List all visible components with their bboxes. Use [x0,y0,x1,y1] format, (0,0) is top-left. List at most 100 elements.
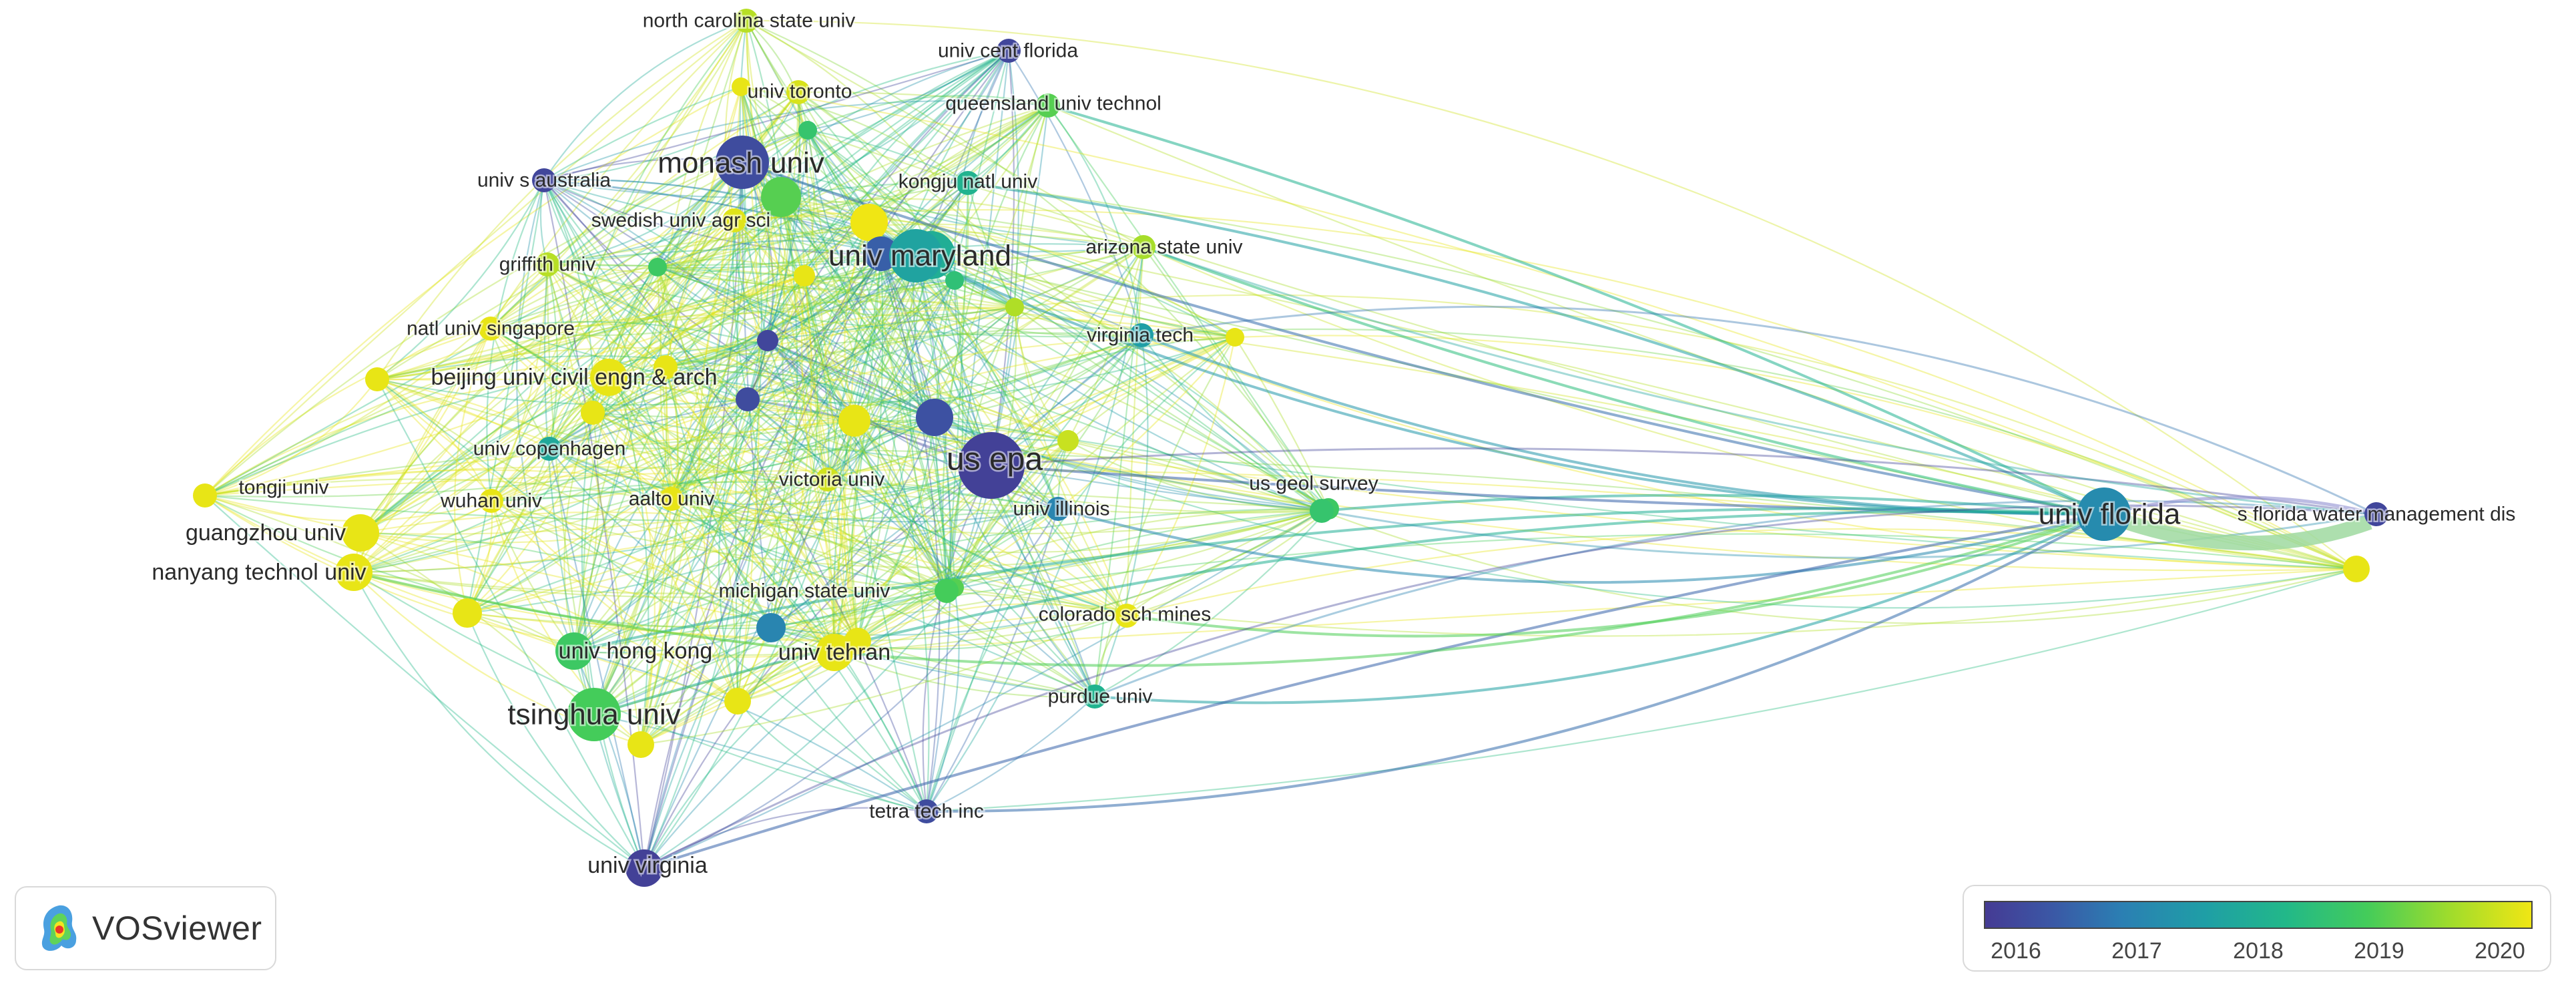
node-univ-tehran[interactable] [816,634,853,671]
network-link [607,377,656,745]
network-link [543,49,1009,182]
network-link [573,507,2105,652]
network-link [671,253,882,500]
node-univ-maryland[interactable] [889,229,943,282]
node-virginia-tech[interactable] [1129,323,1153,347]
network-link [657,266,1322,512]
network-link [733,220,859,642]
node-us-geol[interactable] [1310,499,1334,523]
network-link [1047,105,1143,336]
node-us-epa[interactable] [958,432,1025,499]
network-link [734,219,882,255]
network-link [608,86,742,378]
network-link [204,494,1059,522]
network-link [826,280,955,480]
network-link [698,220,739,702]
node-north-carolina[interactable] [734,9,758,33]
node-guangzhou[interactable] [342,514,379,552]
node-swedish[interactable] [722,208,746,232]
network-link [466,220,735,614]
network-link [827,254,933,480]
network-link [491,336,1236,502]
node-univ-florida[interactable] [2077,487,2131,541]
network-link [376,378,1127,617]
node-tongji[interactable] [193,483,217,508]
network-link [543,19,747,181]
network-link [925,440,1069,812]
network-link [664,367,679,500]
node-univ-virginia[interactable] [625,849,663,887]
node-s-florida-water[interactable] [2364,502,2388,526]
network-link [543,179,1142,337]
network-link [747,253,882,400]
node-tsinghua[interactable] [567,688,621,741]
node-univ-cent-florida[interactable] [997,39,1021,63]
network-link [1093,335,1149,697]
network-link [608,377,947,592]
network-link [640,222,870,745]
network-link [608,377,772,628]
network-link [360,328,491,534]
network-link [466,612,645,869]
network-link [804,274,1142,337]
network-links [204,19,2377,869]
network-link [376,347,1069,442]
network-link [671,498,1329,535]
network-link [926,568,2357,813]
network-link [353,253,882,574]
network-link [353,508,1329,594]
network-link [953,50,1019,588]
network-link [573,254,932,652]
node-victoria[interactable] [816,467,840,491]
network-link [204,252,882,496]
label-arizona: arizona state univ [1085,236,1242,258]
network-link [490,326,666,368]
network-link [922,465,992,812]
network-link [657,266,1069,441]
node-univ-illinois[interactable] [1046,497,1070,521]
node-univ-copenhagen[interactable] [537,437,561,461]
node-univ-s-australia[interactable] [532,168,556,192]
network-link [742,162,1329,510]
node-univ-hong-kong[interactable] [555,632,593,670]
network-link [593,590,947,715]
node-arizona[interactable] [1131,235,1155,259]
network-link [573,275,806,652]
network-link [360,532,772,628]
network-link [737,508,1059,702]
node-purdue[interactable] [1083,684,1107,709]
node-beijing-civil[interactable] [590,359,627,396]
network-link [204,495,835,658]
node-aalto[interactable] [660,487,684,511]
network-link [945,182,969,592]
node-univ-toronto[interactable] [786,80,810,104]
network-link [491,264,549,502]
network-link [543,180,992,467]
node-griffith[interactable] [535,252,559,276]
node-michigan[interactable] [935,579,959,603]
network-link [353,334,1142,574]
node-tetra-tech[interactable] [915,799,939,823]
network-link [353,20,747,573]
network-link [543,180,947,592]
network-link [543,180,935,418]
node-colorado[interactable] [1115,604,1139,628]
network-link [204,264,548,497]
node-natl-singapore[interactable] [479,317,503,341]
network-link [746,196,782,400]
network-link [807,130,948,592]
node-queensland[interactable] [1036,93,1060,118]
node-kongju[interactable] [956,171,980,195]
node-monash[interactable] [716,136,769,189]
network-link [593,307,1015,715]
network-link [656,266,739,702]
network-link [1014,294,2357,570]
network-node [1005,298,1024,317]
node-wuhan[interactable] [479,489,503,513]
network-link [737,614,1127,702]
node-nanyang[interactable] [335,554,372,591]
network-link [1125,246,1145,616]
network-link [733,220,836,653]
network-link [593,651,835,716]
label-queensland: queensland univ technol [945,93,1162,115]
